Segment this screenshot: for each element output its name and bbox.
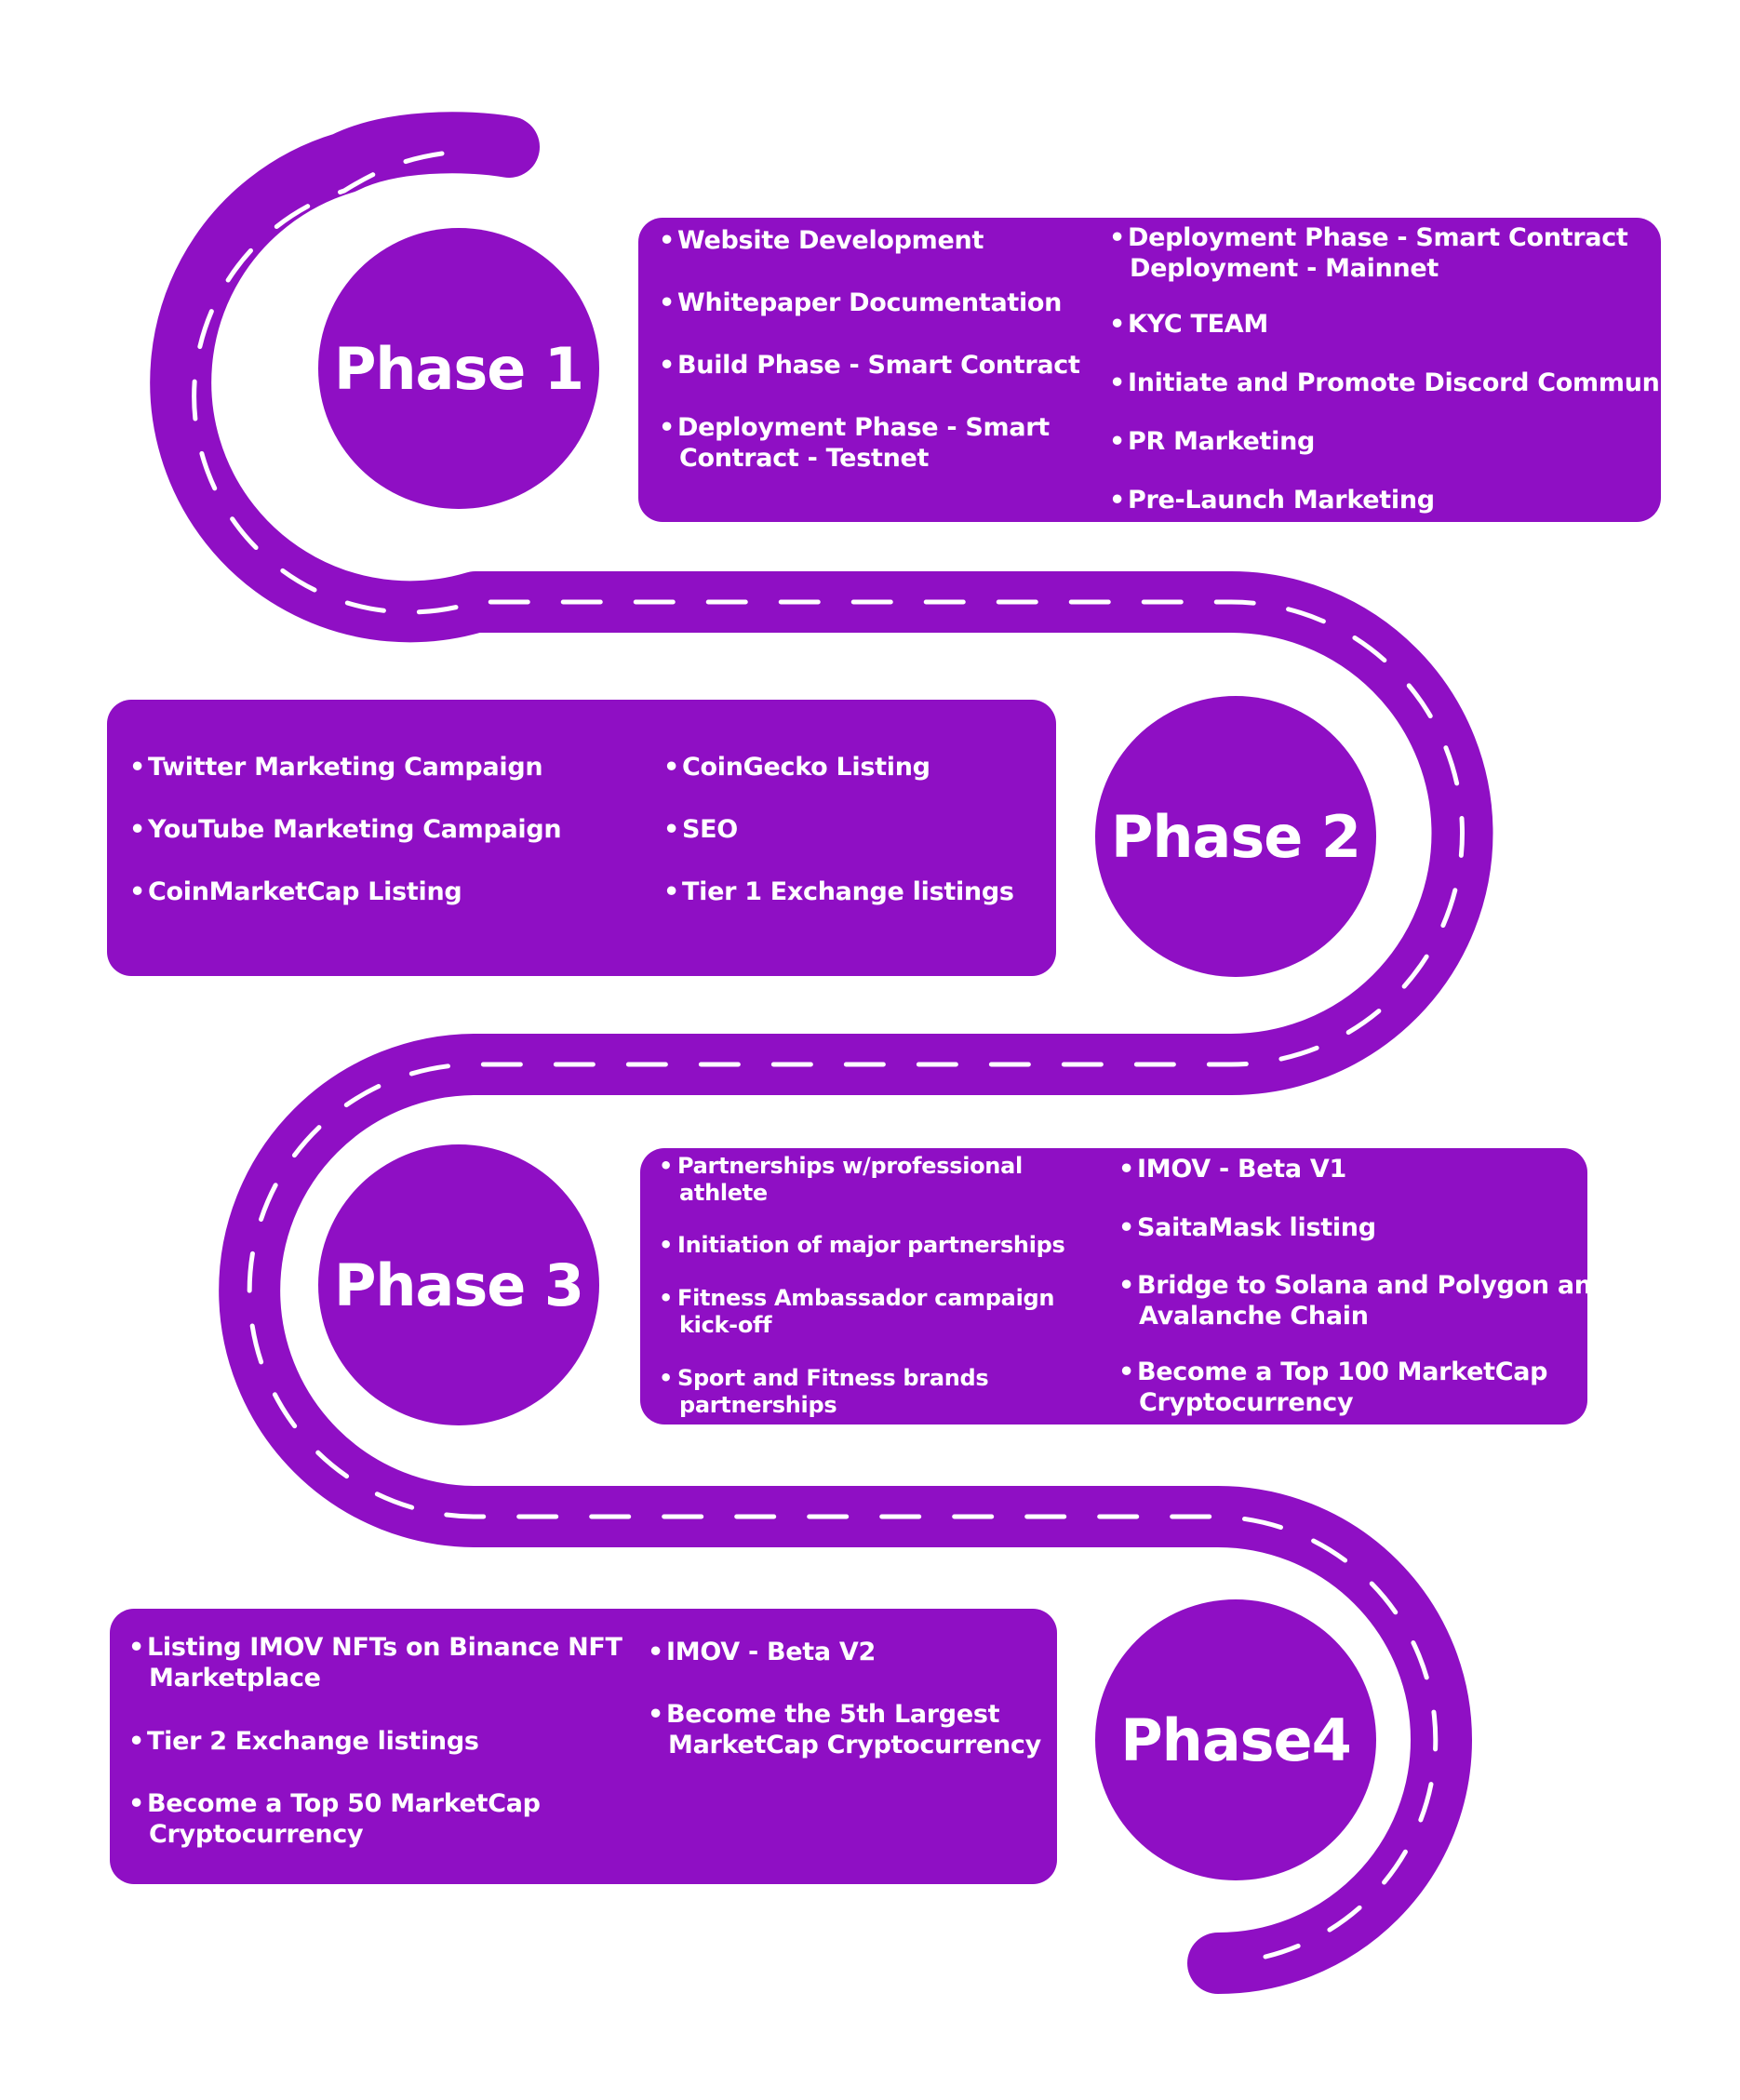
list-item: •Build Phase - Smart Contract <box>659 351 1080 380</box>
road-surface <box>150 112 1493 1994</box>
phase-4-circle: Phase4 <box>1095 1599 1376 1880</box>
list-item: •PR Marketing <box>1109 427 1316 456</box>
phase-1-circle: Phase 1 <box>318 228 599 509</box>
list-item: •Tier 1 Exchange listings <box>663 877 1014 906</box>
list-item: •YouTube Marketing Campaign <box>129 815 562 844</box>
list-item: •CoinGecko Listing <box>663 753 930 782</box>
list-item: •IMOV - Beta V2 <box>648 1638 876 1666</box>
phase-2-box: •Twitter Marketing Campaign •YouTube Mar… <box>107 700 1056 976</box>
list-item: •IMOV - Beta V1 <box>1118 1155 1346 1184</box>
list-item: •Tier 2 Exchange listings <box>128 1727 479 1756</box>
phase-1-box: •Website Development •Whitepaper Documen… <box>638 218 1696 522</box>
road-center-dashes <box>192 151 1465 1960</box>
list-item: •SEO <box>663 815 738 844</box>
phase-3-circle: Phase 3 <box>318 1144 599 1425</box>
list-item: •Initiate and Promote Discord Community <box>1109 368 1696 397</box>
list-item: •Website Development <box>659 226 984 255</box>
phase-3-title: Phase 3 <box>333 1251 584 1319</box>
list-item: •KYC TEAM <box>1109 310 1268 339</box>
list-item: •Twitter Marketing Campaign <box>129 753 543 782</box>
phase-4-title: Phase4 <box>1120 1705 1352 1774</box>
list-item: •Initiation of major partnerships <box>659 1232 1065 1258</box>
list-item: •SaitaMask listing <box>1118 1213 1376 1242</box>
phase-2-circle: Phase 2 <box>1095 696 1376 977</box>
phase-2-title: Phase 2 <box>1110 802 1361 871</box>
list-item: •Pre-Launch Marketing <box>1109 486 1435 515</box>
list-item: •Whitepaper Documentation <box>659 288 1063 317</box>
phase-1-title: Phase 1 <box>333 334 584 403</box>
list-item: •CoinMarketCap Listing <box>129 877 462 906</box>
